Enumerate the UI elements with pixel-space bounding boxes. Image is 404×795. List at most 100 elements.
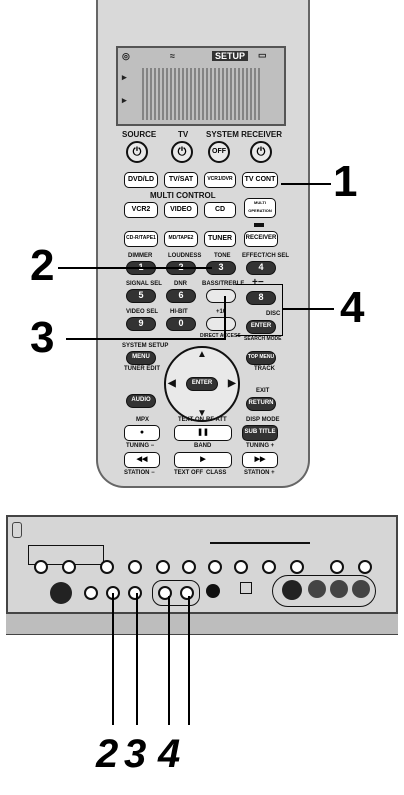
callout-4: 4 [340, 286, 364, 330]
station-plus-label: STATION + [244, 470, 275, 476]
receiver-key[interactable]: RECEIVER [244, 231, 278, 247]
dvd-ld-key[interactable]: DVD/LD [124, 172, 158, 188]
multi-operation-key[interactable]: MULTI OPERATION [244, 198, 276, 218]
num-6-key[interactable]: 6 [166, 289, 196, 303]
num-4-key[interactable]: 4 [246, 261, 276, 275]
panel-button[interactable] [128, 586, 142, 600]
bottom-callout-3-line [136, 593, 138, 725]
panel-divider [210, 542, 310, 544]
panel-button-plus[interactable] [180, 586, 194, 600]
play-key[interactable]: ▶ [174, 452, 232, 468]
signal-sel-label: SIGNAL SEL [126, 281, 162, 287]
bottom-callout-2: 2 [96, 734, 118, 774]
callout-2-line [58, 267, 212, 269]
cursor-enter-key[interactable]: ENTER [186, 377, 218, 391]
audio-key[interactable]: AUDIO [126, 394, 156, 408]
battery-icon: ▭ [258, 50, 267, 61]
panel-button[interactable] [84, 586, 98, 600]
loudness-label: LOUDNESS [168, 253, 201, 259]
station-minus-label: STATION − [124, 470, 155, 476]
vcr2-key[interactable]: VCR2 [124, 202, 158, 218]
tuning-plus-label: TUNING + [246, 443, 274, 449]
audio-r-jack [352, 580, 370, 598]
callout-2: 2 [30, 244, 54, 288]
mpx-label: MPX [136, 417, 149, 423]
panel-button[interactable] [62, 560, 76, 574]
search-mode-label: SEARCH MODE [244, 336, 282, 342]
plus-10-key[interactable] [206, 317, 236, 331]
cursor-up-icon[interactable]: ▲ [197, 349, 207, 360]
tv-cont-key[interactable]: TV CONT [242, 172, 278, 188]
speaker-icon: ◎ [122, 51, 130, 62]
source-power-button[interactable]: ⏻ [126, 141, 148, 163]
tuning-minus-label: TUNING − [126, 443, 154, 449]
dnr-label: DNR [174, 281, 187, 287]
panel-knob[interactable] [206, 584, 220, 598]
menu-key[interactable]: MENU [126, 351, 156, 365]
bottom-callout-4-line-a [168, 596, 170, 725]
bass-treble-key[interactable] [206, 289, 236, 303]
panel-button[interactable] [234, 560, 248, 574]
rewind-key[interactable]: ◀◀ [124, 452, 160, 468]
hi-bit-label: HI-BIT [170, 309, 188, 315]
bottom-callout-4: 4 [158, 734, 180, 774]
panel-button[interactable] [262, 560, 276, 574]
callout-3-line [66, 338, 226, 340]
callout-4-line [282, 308, 334, 310]
callout-1-line [281, 183, 331, 185]
panel-button[interactable] [100, 560, 114, 574]
exit-label: EXIT [256, 388, 269, 394]
audio-l-jack [330, 580, 348, 598]
system-off-button[interactable]: OFF [208, 141, 230, 163]
track-label: TRACK [254, 366, 275, 372]
num-5-key[interactable]: 5 [126, 289, 156, 303]
system-setup-label: SYSTEM SETUP [122, 343, 168, 349]
bottom-callout-2-line [112, 593, 114, 725]
record-key[interactable]: ● [124, 425, 160, 441]
panel-button[interactable] [128, 560, 142, 574]
num-9-key[interactable]: 9 [126, 317, 156, 331]
text-on-label: TEXT ON [178, 417, 204, 423]
video-sel-label: VIDEO SEL [126, 309, 158, 315]
tuner-key[interactable]: TUNER [204, 231, 236, 247]
fast-forward-key[interactable]: ▶▶ [242, 452, 278, 468]
sub-title-key[interactable]: SUB TITLE [242, 425, 278, 441]
cdr-tape1-key[interactable]: CD-R/TAPE1 [124, 231, 158, 247]
top-menu-key[interactable]: TOP MENU [246, 351, 276, 365]
tuner-edit-label: TUNER EDIT [124, 366, 160, 372]
tv-power-button[interactable]: ⏻ [171, 141, 193, 163]
cursor-left-icon[interactable]: ◀ [168, 378, 176, 389]
cursor-right-icon[interactable]: ▶ [228, 378, 236, 389]
video-jack [308, 580, 326, 598]
panel-slot [12, 522, 22, 538]
phones-jack [50, 582, 72, 604]
band-label: BAND [194, 443, 211, 449]
tv-sat-key[interactable]: TV/SAT [164, 172, 198, 188]
panel-button[interactable] [208, 560, 222, 574]
panel-button[interactable] [182, 560, 196, 574]
class-label: CLASS [206, 470, 226, 476]
lcd-matrix [142, 68, 260, 120]
panel-button[interactable] [358, 560, 372, 574]
vcr1-dvr-key[interactable]: VCR1/DVR [204, 172, 236, 188]
callout-4-bracket [236, 284, 283, 336]
md-tape2-key[interactable]: MD/TAPE2 [164, 231, 198, 247]
dimmer-label: DIMMER [128, 253, 152, 259]
num-0-key[interactable]: 0 [166, 317, 196, 331]
usb-port [240, 582, 252, 594]
panel-button[interactable] [156, 560, 170, 574]
rf-att-label: RF ATT [206, 417, 227, 423]
tv-label: TV [178, 130, 188, 139]
return-key[interactable]: RETURN [246, 397, 276, 411]
panel-button[interactable] [290, 560, 304, 574]
receiver-power-button[interactable]: ⏻ [250, 141, 272, 163]
bottom-callout-3: 3 [124, 734, 146, 774]
panel-button[interactable] [330, 560, 344, 574]
video-key[interactable]: VIDEO [164, 202, 198, 218]
led-indicator [254, 223, 264, 227]
text-off-label: TEXT OFF [174, 470, 203, 476]
panel-button[interactable] [34, 560, 48, 574]
pause-key[interactable]: ❚❚ [174, 425, 232, 441]
tone-label: TONE [214, 253, 231, 259]
cd-key[interactable]: CD [204, 202, 236, 218]
